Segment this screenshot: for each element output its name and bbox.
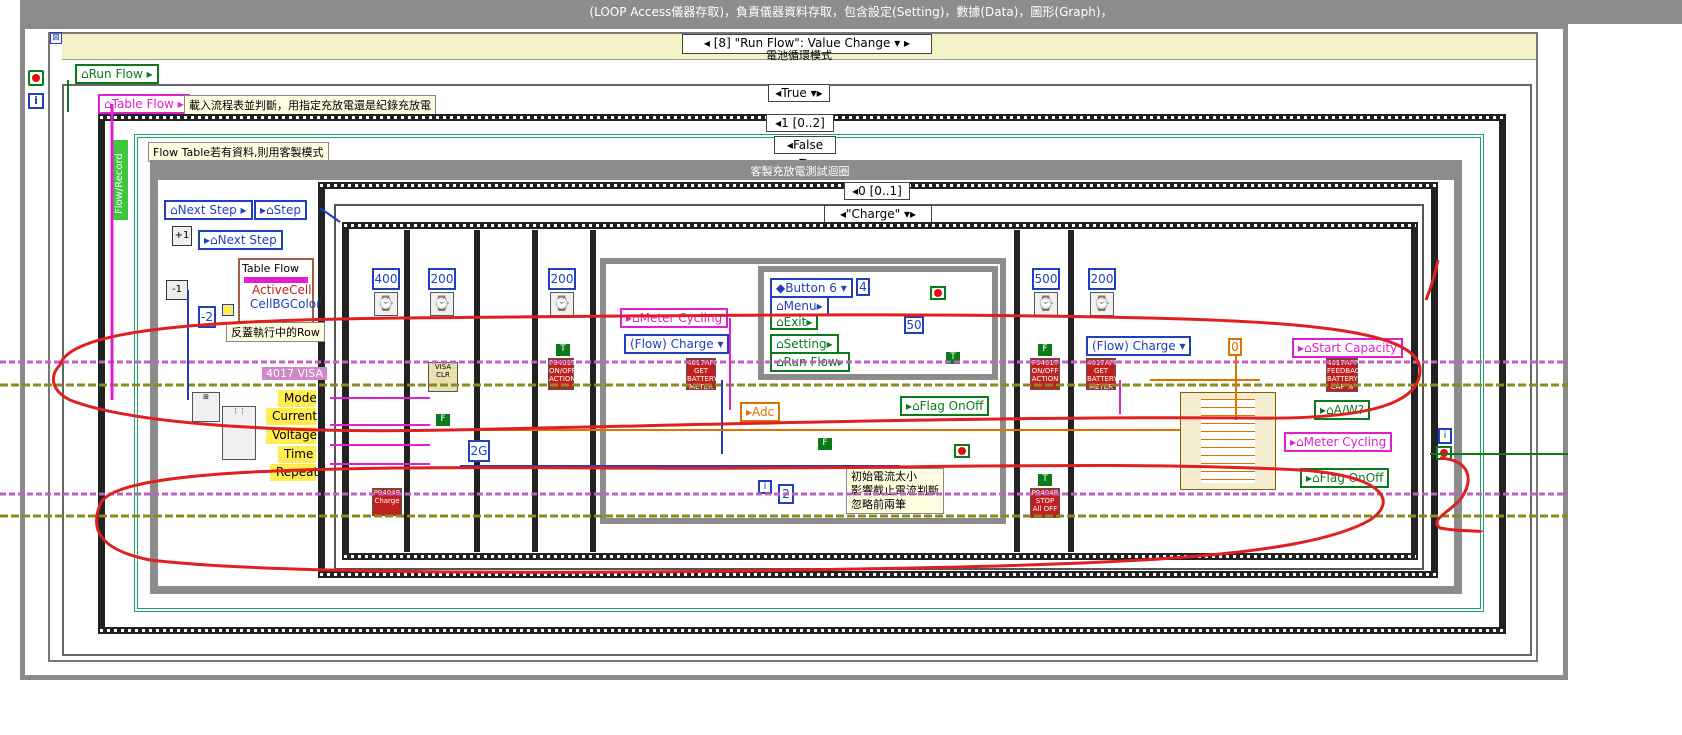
iteration-icon: i: [1438, 428, 1452, 444]
const-500[interactable]: 500: [1032, 268, 1060, 290]
reverse-row-label: 反蓋執行中的Row: [226, 322, 325, 342]
meter-cycling-indicator[interactable]: ▸⌂Meter Cycling: [1284, 432, 1393, 452]
outer-frame: [20, 24, 1568, 680]
event-subtitle: 電池循環模式: [766, 49, 832, 62]
mode-label: Mode: [278, 390, 317, 407]
voltage-label: Voltage: [266, 427, 317, 444]
title-bar: (LOOP Access儀器存取)，負責儀器資料存取，包含設定(Setting)…: [20, 0, 1682, 24]
house-icon: ⌂: [776, 315, 784, 329]
flow-charge-const[interactable]: (Flow) Charge ▾: [624, 334, 730, 354]
frame-divider: [1014, 230, 1020, 552]
stop-icon[interactable]: [930, 286, 946, 300]
house-icon: ⌂: [1296, 435, 1304, 449]
step-indicator[interactable]: ▸⌂Step: [254, 200, 307, 220]
house-icon: ⌂: [1326, 403, 1334, 417]
const-200[interactable]: 200: [1088, 268, 1116, 290]
flow-charge-const-2[interactable]: (Flow) Charge ▾: [1086, 336, 1192, 356]
run-flow-control[interactable]: ⌂Run Flow ▸: [75, 64, 159, 84]
true-const[interactable]: T: [556, 344, 570, 356]
flow-record-label: Flow/Record: [112, 140, 128, 220]
stop-icon[interactable]: [954, 444, 970, 458]
house-icon: ⌂: [210, 233, 218, 247]
house-icon: ⌂: [632, 311, 640, 325]
adc-indicator[interactable]: ▸Adc: [740, 402, 781, 422]
event-selector[interactable]: ◂ [8] "Run Flow": Value Change ▾ ▸: [682, 34, 932, 54]
setting-control[interactable]: ⌂Setting▸: [770, 334, 839, 354]
true-const[interactable]: T: [1038, 474, 1052, 486]
frame-divider: [532, 230, 538, 552]
minus-two-const[interactable]: -2: [198, 306, 216, 328]
wire-blue: [319, 207, 341, 223]
annotation-circle-top: [51, 313, 1422, 433]
wait-ms-icon: ⌚: [430, 292, 454, 316]
event-inner-loop: [758, 266, 998, 380]
const-200[interactable]: 200: [548, 268, 576, 290]
event-band: ◂ [8] "Run Flow": Value Change ▾ ▸ 電池循環模…: [62, 34, 1536, 62]
event-selector-label: [8] "Run Flow": Value Change: [713, 36, 891, 50]
house-icon: ⌂: [81, 67, 89, 81]
iteration-icon: i: [28, 93, 44, 109]
frame-divider: [474, 230, 480, 552]
visa-clear-block[interactable]: VISA CLR: [428, 362, 458, 392]
next-step-control[interactable]: ⌂Next Step ▸: [164, 200, 253, 220]
flow-table-comment: Flow Table若有資料,則用客製模式: [148, 142, 329, 162]
active-cell-label: ActiveCell: [252, 283, 312, 297]
table-flow-bar: [244, 277, 308, 283]
time-label: Time: [278, 446, 316, 463]
wait-ms-icon: ⌚: [374, 292, 398, 316]
const-50[interactable]: 50: [904, 316, 924, 334]
next-step-indicator[interactable]: ▸⌂Next Step: [198, 230, 283, 250]
const-0[interactable]: 0: [1228, 338, 1242, 356]
false-const[interactable]: F: [818, 438, 832, 450]
house-icon: ⌂: [1304, 341, 1312, 355]
cell-bg-label: CellBGColor: [250, 297, 322, 311]
const-400[interactable]: 400: [372, 268, 400, 290]
frame-divider: [404, 230, 410, 552]
table-flow-node-label: Table Flow: [242, 262, 300, 275]
table-index-icon: ⊞: [192, 392, 220, 422]
house-icon: ⌂: [1312, 471, 1320, 485]
color-box-icon: [222, 304, 234, 316]
case-true-selector[interactable]: ◂True ▾▸: [768, 84, 830, 102]
const-200[interactable]: 200: [428, 268, 456, 290]
house-icon: ⌂: [776, 337, 784, 351]
table-flow-control[interactable]: ⌂Table Flow ▸: [98, 94, 190, 114]
small-current-comment: 初始電流太小 影響截止電流判斷 忽略前兩筆: [846, 468, 944, 514]
frame-divider: [590, 230, 596, 552]
flat-sequence: [342, 222, 1418, 560]
flag-onoff-indicator[interactable]: ▸⌂Flag OnOff: [900, 396, 990, 416]
event-timeout-icon[interactable]: ⊠: [50, 32, 62, 44]
while-loop-title: 客製充放電測試迴圈: [750, 165, 850, 178]
annotation-circle-bottom: [95, 463, 1385, 574]
current-label: Current: [266, 408, 317, 425]
false-const[interactable]: F: [1038, 344, 1052, 356]
frame-divider: [1068, 230, 1074, 552]
unbundle-icon: ⋮⋮: [222, 406, 256, 460]
start-capacity-indicator[interactable]: ▸⌂Start Capacity: [1292, 338, 1404, 358]
false-const[interactable]: F: [436, 414, 450, 426]
stop-icon[interactable]: [28, 70, 44, 86]
annotation-stroke: [1424, 259, 1440, 301]
inner-loop: [600, 258, 1006, 524]
house-icon: ⌂: [170, 203, 178, 217]
increment-icon: +1: [172, 226, 192, 246]
while-loop: [150, 160, 1462, 594]
event-structure: [48, 32, 1538, 662]
house-icon: ⌂: [104, 97, 112, 111]
house-icon: ⌂: [912, 399, 920, 413]
visa-label: 4017 VISA: [262, 367, 327, 380]
house-icon: ⌂: [266, 203, 274, 217]
const-2g[interactable]: 2G: [468, 440, 490, 462]
const-4[interactable]: 4: [856, 278, 870, 296]
house-icon: ⌂: [776, 299, 784, 313]
annotation-stroke: [1435, 456, 1484, 534]
case-false-selector[interactable]: ◂False ▾▸: [774, 136, 836, 168]
wait-ms-icon: ⌚: [1034, 292, 1058, 316]
